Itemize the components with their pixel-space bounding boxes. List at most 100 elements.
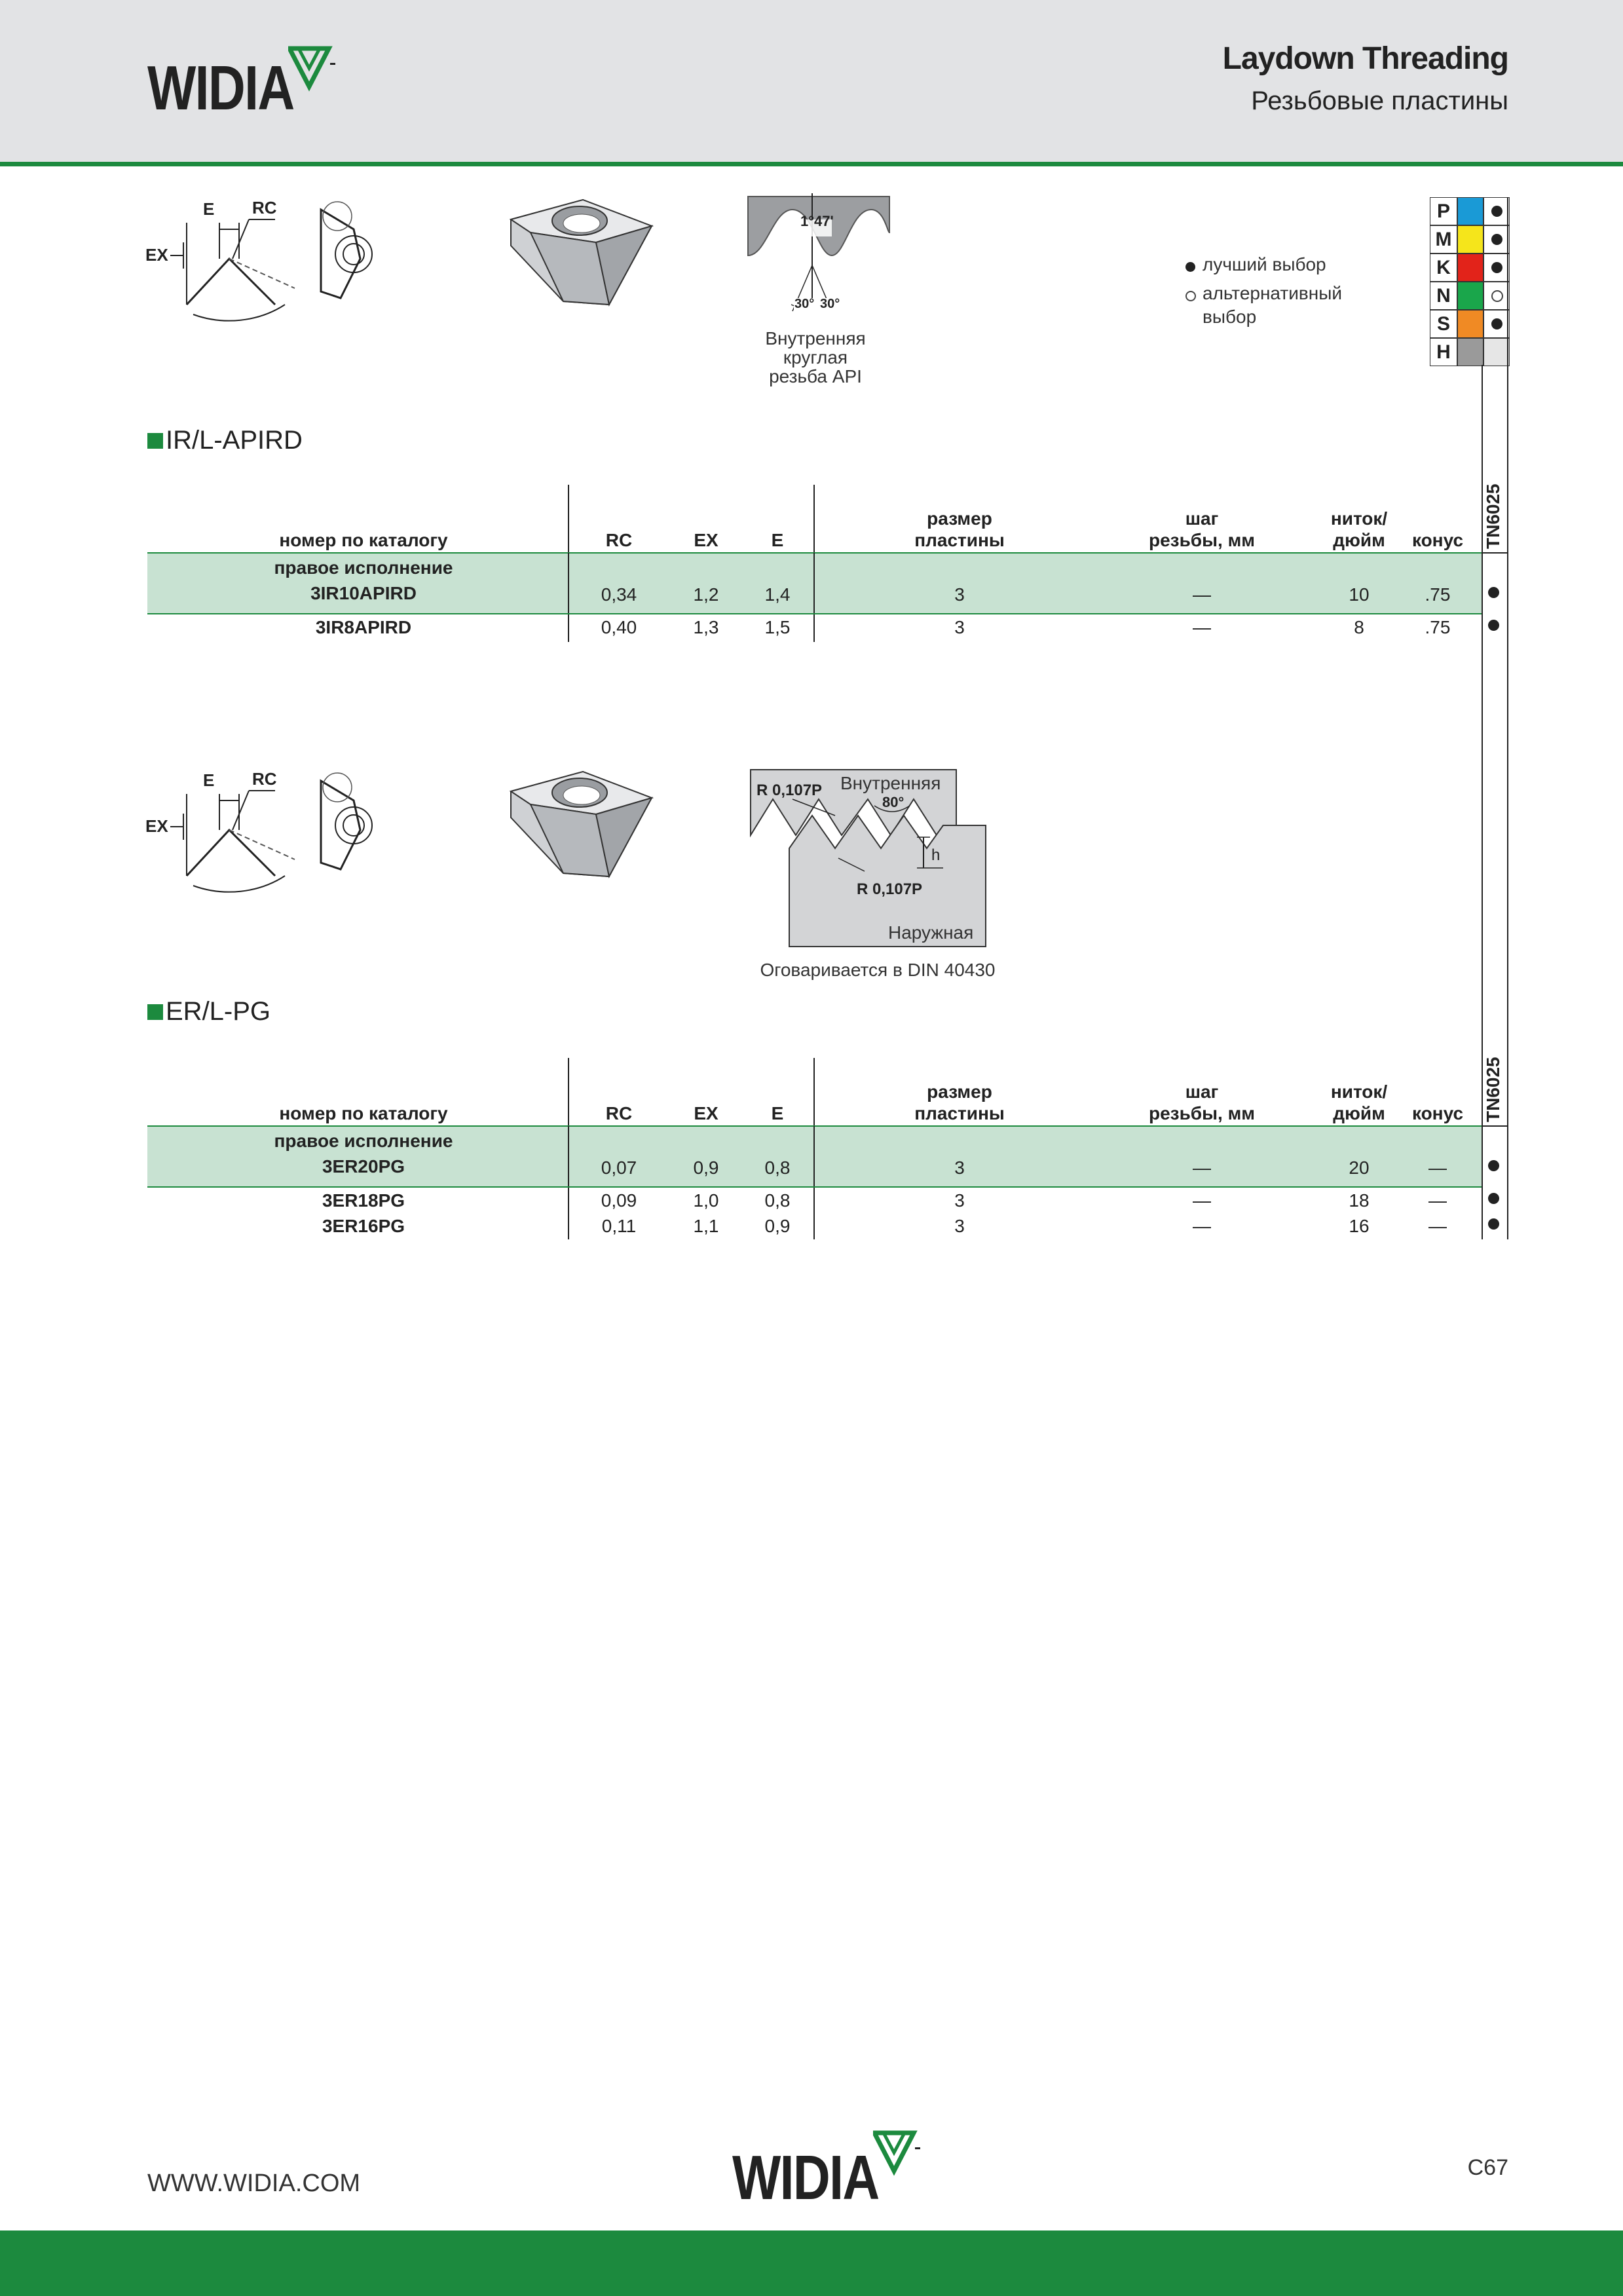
pg-inner-label: Внутренняя — [840, 773, 941, 793]
grade-header-rule — [1482, 1125, 1508, 1127]
insert-3d-image — [509, 198, 654, 307]
iso-color-swatch — [1457, 225, 1483, 254]
col-header-pitch: шаг резьбы, мм — [1117, 1081, 1287, 1124]
dim-label-rc: RC — [252, 769, 277, 789]
table-divider — [813, 1126, 815, 1186]
col-header-catalog: номер по каталогу — [279, 530, 448, 550]
value-taper: .75 — [1425, 617, 1451, 637]
grade-column-right-border — [1507, 197, 1508, 1239]
catalog-number: 3IR8APIRD — [315, 617, 412, 637]
iso-letter: K — [1430, 254, 1457, 282]
value-ex: 0,9 — [693, 1157, 719, 1178]
widia-triangle-icon — [288, 46, 335, 92]
col-header-tpi-line2: дюйм — [1333, 530, 1385, 550]
value-pitch: — — [1193, 1157, 1211, 1178]
profile-half-angle-left: 30° — [794, 297, 815, 311]
pg-outer-label: Наружная — [888, 922, 974, 943]
dim-label-rc: RC — [252, 198, 277, 217]
grade-availability-icon — [1488, 1193, 1499, 1204]
iso-row-p: P — [1430, 197, 1510, 225]
grade-availability-icon — [1488, 1160, 1499, 1171]
product-table-1: номер по каталогу RC EX E размер пластин… — [147, 485, 1507, 642]
value-size: 3 — [954, 1216, 965, 1236]
value-size: 3 — [954, 1190, 965, 1211]
insert-geometry-diagram — [170, 201, 373, 322]
value-rc: 0,34 — [601, 584, 637, 605]
insert-geometry-diagram — [170, 772, 373, 893]
iso-mark-cell — [1483, 282, 1510, 310]
best-choice-icon — [1491, 318, 1502, 329]
iso-mark-cell — [1483, 310, 1510, 338]
legend-best-label: лучший выбор — [1203, 254, 1326, 274]
grade-label: TN6025 — [1483, 1057, 1503, 1122]
profile-half-angle-right: 30° — [820, 297, 840, 311]
pg-radius-label-bottom: R 0,107P — [857, 880, 923, 898]
value-pitch: — — [1193, 1216, 1211, 1236]
value-ex: 1,3 — [693, 617, 719, 637]
iso-color-swatch — [1457, 282, 1483, 310]
catalog-number: 3ER16PG — [322, 1216, 405, 1236]
col-header-tpi: ниток/ дюйм — [1313, 1081, 1405, 1124]
alternative-choice-icon — [1491, 290, 1503, 302]
footer-widia-logo: WIDIA — [732, 2129, 929, 2213]
page-number: C67 — [1467, 2155, 1508, 2180]
col-header-size: размер пластины — [894, 1081, 1025, 1124]
col-header-size-line1: размер — [927, 1082, 992, 1102]
value-ex: 1,0 — [693, 1190, 719, 1211]
table-divider — [813, 553, 815, 613]
page-title: Laydown Threading — [1222, 41, 1509, 76]
insert-3d-image — [509, 770, 654, 878]
legend-alternative-label: альтернативный — [1203, 283, 1342, 303]
widia-triangle-icon — [873, 2130, 920, 2176]
value-e: 0,9 — [764, 1216, 791, 1236]
section-title-text: ER/L-PG — [166, 997, 271, 1026]
col-header-tpi-line2: дюйм — [1333, 1103, 1385, 1123]
caption-line: круглая — [783, 347, 848, 367]
value-size: 3 — [954, 584, 965, 605]
section-title-text: IR/L-APIRD — [166, 426, 303, 455]
col-header-catalog: номер по каталогу — [279, 1103, 448, 1123]
col-header-tpi-line1: ниток/ — [1330, 508, 1388, 529]
iso-letter: H — [1430, 338, 1457, 366]
product-table-2: номер по каталогу RC EX E размер пластин… — [147, 1058, 1507, 1239]
dim-label-e: E — [203, 770, 215, 790]
grade-availability-icon — [1488, 587, 1499, 598]
row-border-bottom — [147, 1186, 1482, 1188]
iso-letter: P — [1430, 197, 1457, 225]
col-header-pitch: шаг резьбы, мм — [1117, 508, 1287, 551]
profile-caption: Внутренняя круглая резьба API — [740, 329, 891, 386]
alternative-bullet-icon — [1185, 291, 1196, 301]
iso-letter: M — [1430, 225, 1457, 254]
value-e: 0,8 — [764, 1157, 791, 1178]
website-link[interactable]: WWW.WIDIA.COM — [147, 2170, 361, 2197]
value-pitch: — — [1193, 584, 1211, 605]
pg-thread-profile-diagram — [750, 769, 986, 947]
dim-label-ex: EX — [145, 245, 168, 265]
caption-line: Внутренняя — [765, 328, 866, 348]
col-header-rc: RC — [605, 530, 633, 550]
table-divider — [568, 553, 569, 613]
col-header-size-line2: пластины — [914, 530, 1005, 550]
iso-row-k: K — [1430, 254, 1510, 282]
col-header-size-line1: размер — [927, 508, 992, 529]
value-e: 1,5 — [764, 617, 791, 637]
value-tpi: 8 — [1354, 617, 1364, 637]
col-header-ex: EX — [694, 530, 718, 550]
value-e: 0,8 — [764, 1190, 791, 1211]
row-border-bottom — [147, 613, 1482, 614]
best-choice-icon — [1491, 262, 1502, 273]
value-ex: 1,1 — [693, 1216, 719, 1236]
widia-logo: WIDIA — [147, 41, 337, 123]
best-choice-icon — [1491, 206, 1502, 217]
subheader-right-hand: правое исполнение — [274, 557, 453, 578]
section-marker-icon — [147, 1004, 163, 1020]
page-subtitle: Резьбовые пластины — [1251, 86, 1508, 115]
value-size: 3 — [954, 1157, 965, 1178]
profile-angle-label: 1°47' — [800, 213, 834, 229]
col-header-e: E — [771, 530, 784, 550]
best-choice-icon — [1491, 234, 1502, 245]
iso-mark-cell — [1483, 225, 1510, 254]
col-header-taper: конус — [1411, 530, 1464, 550]
iso-row-m: M — [1430, 225, 1510, 254]
iso-mark-cell — [1483, 338, 1510, 366]
